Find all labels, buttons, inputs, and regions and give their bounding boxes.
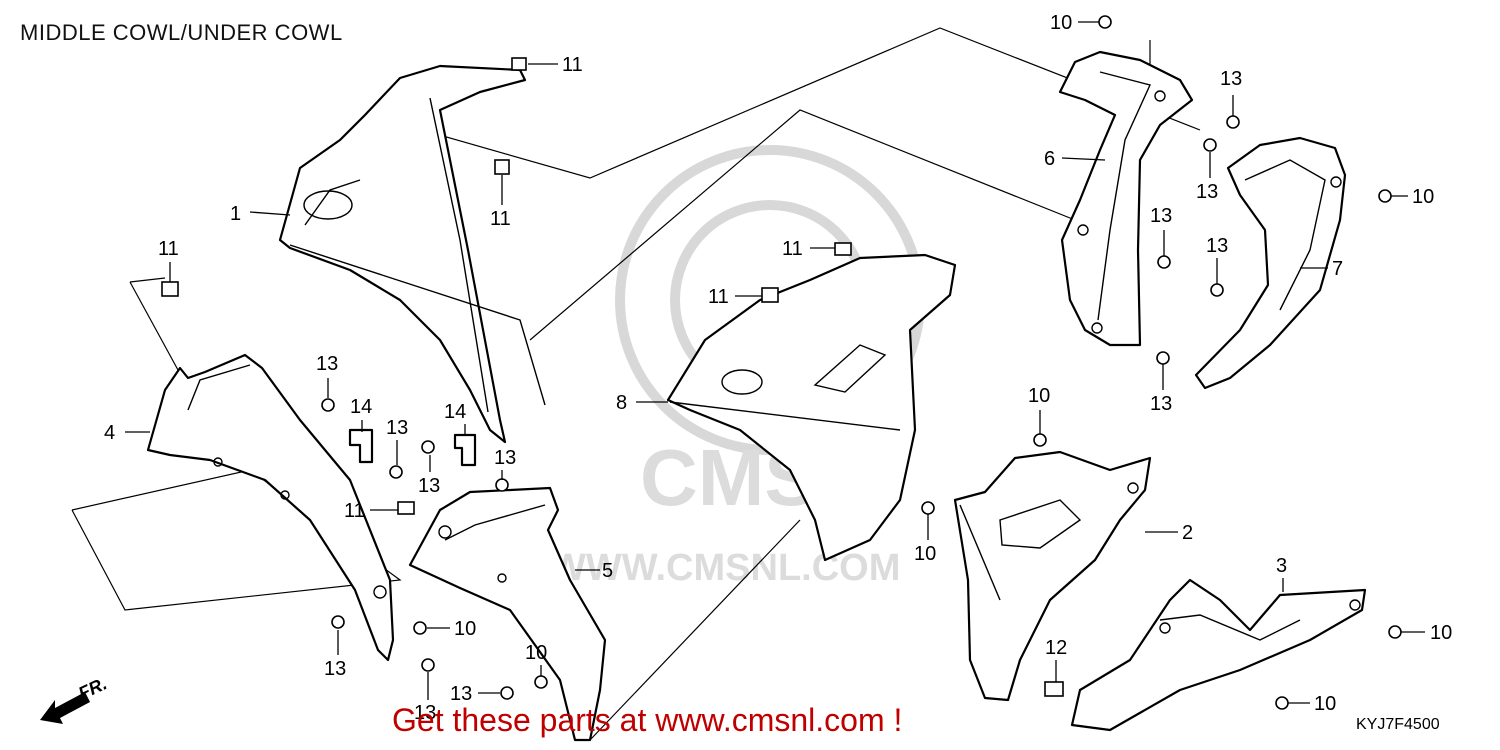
bolt-10[interactable] <box>1388 625 1402 639</box>
clip-11[interactable] <box>397 501 415 515</box>
callout-1: 1 <box>230 203 241 225</box>
bolt-10[interactable] <box>921 501 935 515</box>
bolt-13[interactable] <box>389 465 403 479</box>
callout-14: 14 <box>350 396 372 418</box>
callout-14: 14 <box>444 401 466 423</box>
part-8-side-cowl[interactable] <box>666 253 957 562</box>
assembly-line <box>71 469 402 611</box>
bolt-13[interactable] <box>331 615 345 629</box>
part-1-middle-cowl[interactable] <box>278 64 546 444</box>
callout-10: 10 <box>525 642 547 664</box>
callout-13: 13 <box>386 417 408 439</box>
callout-10: 10 <box>1314 693 1336 715</box>
callout-10: 10 <box>1028 385 1050 407</box>
callout-5: 5 <box>602 560 613 582</box>
callout-3: 3 <box>1276 555 1287 577</box>
callout-13: 13 <box>418 475 440 497</box>
callout-13: 13 <box>494 447 516 469</box>
diagram-title: MIDDLE COWL/UNDER COWL <box>20 20 343 45</box>
callout-10: 10 <box>1050 12 1072 34</box>
callout-2: 2 <box>1182 522 1193 544</box>
bolt-10[interactable] <box>413 621 427 635</box>
bolt-13[interactable] <box>1203 138 1217 152</box>
callout-13: 13 <box>316 353 338 375</box>
clip-12[interactable] <box>1044 681 1064 697</box>
callout-11: 11 <box>708 286 729 308</box>
part-4-inner-panel[interactable] <box>146 353 395 662</box>
bolt-13[interactable] <box>1156 351 1170 365</box>
clip-11[interactable] <box>494 159 510 175</box>
promo-text[interactable]: Get these parts at www.cmsnl.com ! <box>392 702 903 738</box>
callout-10: 10 <box>914 543 936 565</box>
clip-11[interactable] <box>761 287 779 303</box>
callout-11: 11 <box>782 238 803 260</box>
callout-12: 12 <box>1045 637 1067 659</box>
bolt-13[interactable] <box>321 398 335 412</box>
callout-10: 10 <box>1412 186 1434 208</box>
bolt-13[interactable] <box>421 440 435 454</box>
callout-11: 11 <box>158 238 179 260</box>
watermark-url: WWW.CMSNL.COM <box>550 547 900 589</box>
clip-11[interactable] <box>511 57 527 71</box>
callout-11: 11 <box>562 54 583 76</box>
bolt-13[interactable] <box>1210 283 1224 297</box>
part-14-bracket[interactable] <box>348 428 374 464</box>
callout-13: 13 <box>1150 205 1172 227</box>
bolt-10[interactable] <box>1378 189 1392 203</box>
bolt-13[interactable] <box>495 478 509 492</box>
bolt-10[interactable] <box>1033 433 1047 447</box>
callout-10: 10 <box>454 618 476 640</box>
callout-13: 13 <box>1196 181 1218 203</box>
arrow-icon <box>40 692 90 724</box>
callout-11: 11 <box>344 500 365 522</box>
bolt-10[interactable] <box>534 675 548 689</box>
assembly-line <box>129 281 179 371</box>
bolt-10[interactable] <box>1275 696 1289 710</box>
callout-10: 10 <box>1430 622 1452 644</box>
assembly-line <box>129 277 166 283</box>
callout-13: 13 <box>324 658 346 680</box>
bolt-13[interactable] <box>1226 115 1240 129</box>
bolt-10[interactable] <box>1098 15 1112 29</box>
callout-8: 8 <box>616 392 627 414</box>
assembly-line <box>589 519 801 741</box>
assembly-line <box>529 109 1081 341</box>
part-6-bracket-cowl[interactable] <box>1058 50 1194 347</box>
diagram-code: KYJ7F4500 <box>1356 716 1440 733</box>
clip-11[interactable] <box>834 242 852 256</box>
bolt-13[interactable] <box>500 686 514 700</box>
callout-4: 4 <box>104 422 115 444</box>
callout-13: 13 <box>414 702 436 724</box>
callout-13: 13 <box>1150 393 1172 415</box>
callout-6: 6 <box>1044 148 1055 170</box>
callout-numbers: 11 11 1 11 4 13 14 13 14 13 13 11 5 10 1… <box>104 12 1452 724</box>
callout-13: 13 <box>1206 235 1228 257</box>
part-3-lower-cowl[interactable] <box>1070 578 1367 732</box>
callout-13: 13 <box>450 683 472 705</box>
part-5-front-cowl[interactable] <box>408 486 607 742</box>
callout-7: 7 <box>1332 258 1343 280</box>
bolts <box>321 15 1402 710</box>
clip-11[interactable] <box>161 281 179 297</box>
callout-13: 13 <box>1220 68 1242 90</box>
part-2-under-cowl[interactable] <box>953 450 1152 702</box>
leader-lines <box>125 21 1425 704</box>
part-14-bracket[interactable] <box>453 433 477 467</box>
front-direction-arrow: FR. <box>40 673 110 724</box>
bolt-13[interactable] <box>1157 255 1171 269</box>
part-7-right-cowl[interactable] <box>1194 136 1347 390</box>
bolt-13[interactable] <box>421 658 435 672</box>
callout-11: 11 <box>490 208 511 230</box>
